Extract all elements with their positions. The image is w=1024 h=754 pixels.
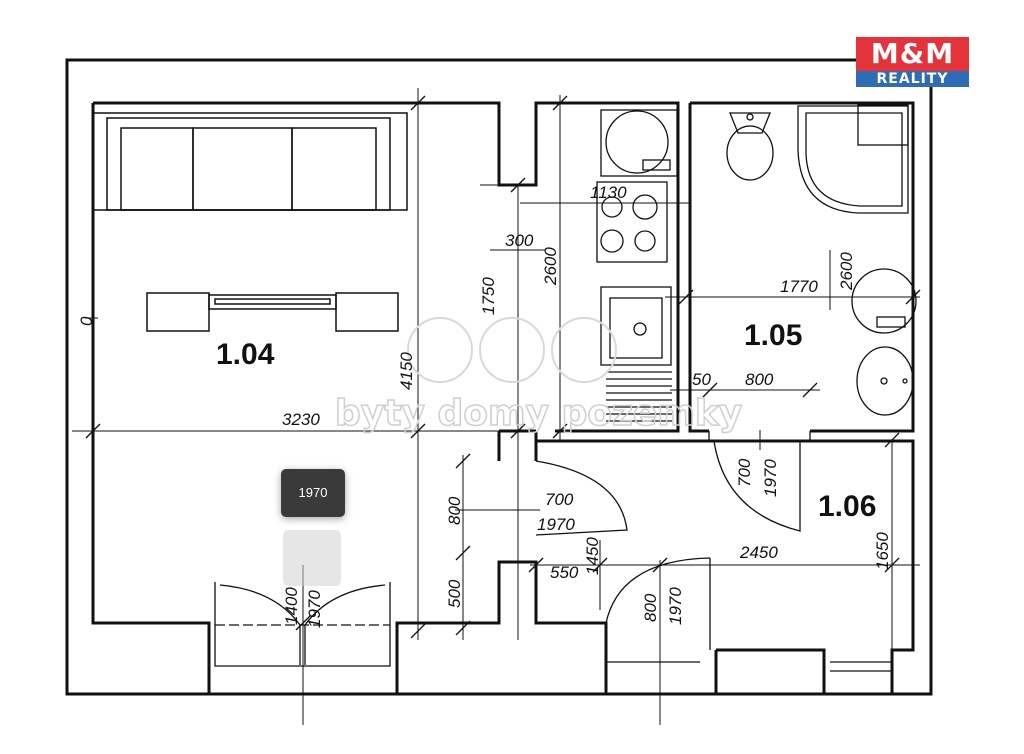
bathroom-fixtures <box>726 104 917 416</box>
dim-700-b: 700 <box>545 490 574 509</box>
table <box>146 292 399 332</box>
dim-50: 50 <box>692 370 711 389</box>
dim-1650: 1650 <box>873 532 892 570</box>
dim-500: 500 <box>445 579 464 608</box>
dim-1970-c: 1970 <box>666 587 685 625</box>
dim-1970-a: 1970 <box>761 459 780 497</box>
dim-800-top: 800 <box>745 370 774 389</box>
dim-1970-b: 1970 <box>537 515 575 534</box>
dim-800-a: 800 <box>445 496 464 525</box>
logo-wordmark: REALITY <box>856 71 969 87</box>
kitchen-fixtures <box>596 109 678 422</box>
sofa <box>92 112 408 211</box>
dim-1450: 1450 <box>583 537 602 575</box>
dim-1970-d: 1970 <box>305 590 324 628</box>
dim-1400: 1400 <box>282 587 301 625</box>
room-label-1.06: 1.06 <box>818 490 876 523</box>
dim-1750: 1750 <box>479 277 498 315</box>
dim-700-a: 700 <box>735 458 754 487</box>
dim-2450: 2450 <box>739 543 778 562</box>
dim-1130: 1130 <box>590 183 627 202</box>
dim-300: 300 <box>505 231 534 250</box>
dim-4150: 4150 <box>397 352 416 390</box>
room-label-1.05: 1.05 <box>744 319 802 352</box>
dimension-lines <box>72 88 920 725</box>
dim-800-b: 800 <box>641 593 660 622</box>
room-label-1.04: 1.04 <box>216 338 275 371</box>
dimension-ticks <box>85 95 921 639</box>
tooltip-ghost <box>283 530 341 586</box>
watermark-text: byty domy pozemky <box>335 393 742 434</box>
dim-2600-right: 2600 <box>837 252 856 291</box>
dimension-tooltip: 1970 <box>281 469 345 517</box>
dim-550: 550 <box>550 563 579 582</box>
dim-3230: 3230 <box>282 410 320 429</box>
watermark: byty domy pozemky <box>334 317 743 435</box>
logo-mark: M&M <box>856 37 969 71</box>
walls <box>65 58 933 696</box>
dim-2600-left: 2600 <box>541 247 560 286</box>
dim-0: 0 <box>77 316 96 326</box>
mm-reality-logo: M&M REALITY <box>856 37 969 89</box>
dim-1770: 1770 <box>780 277 818 296</box>
